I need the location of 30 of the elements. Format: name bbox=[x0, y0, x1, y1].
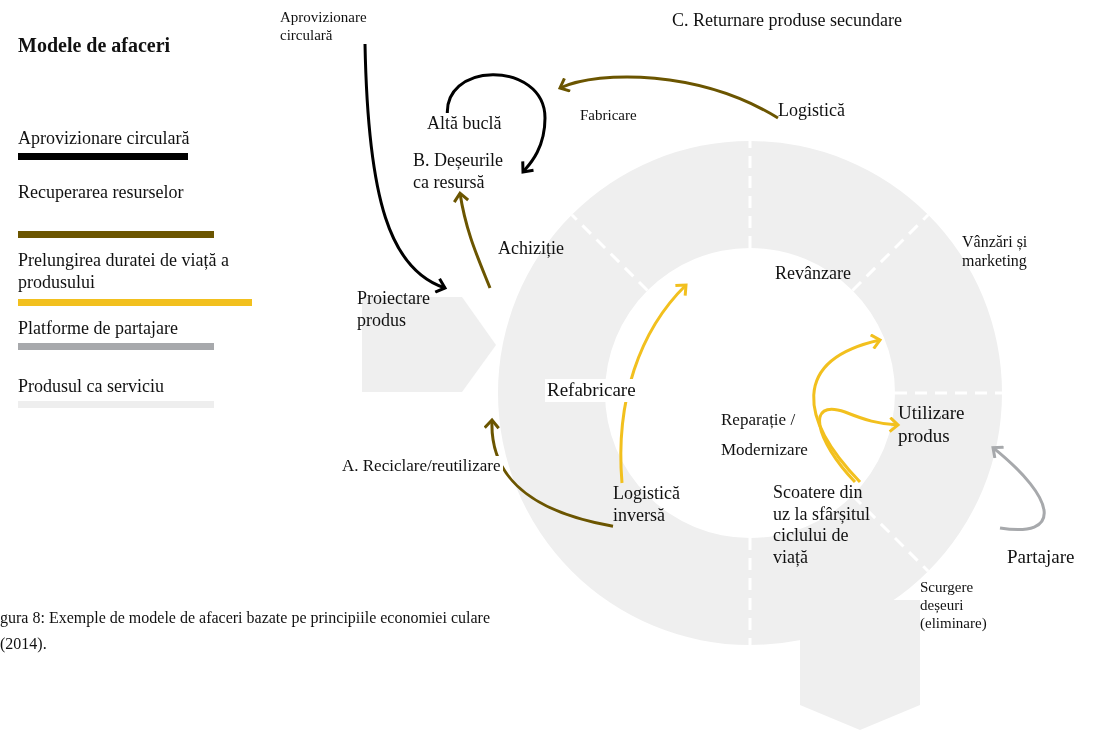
legend-heading: Modele de afaceri bbox=[18, 33, 172, 57]
stage-label: Utilizare produs bbox=[898, 402, 993, 448]
legend-label: Recuperarea resurselor bbox=[18, 182, 185, 204]
edge-label: Reparație / Modernizare bbox=[720, 409, 809, 461]
curved-arrow bbox=[483, 418, 614, 528]
stage-label: Scurgere deșeuri (eliminare) bbox=[920, 578, 1012, 632]
curved-arrow bbox=[558, 75, 779, 120]
legend-label: Prelungirea duratei de viață a produsului bbox=[18, 250, 230, 294]
edge-label: Refabricare bbox=[545, 379, 638, 402]
stage-label: Logistică inversă bbox=[613, 483, 708, 527]
legend-label: Platforme de partajare bbox=[18, 318, 179, 340]
stage-label: Vânzări și marketing bbox=[962, 232, 1062, 271]
stage-label: Scoatere din uz la sfârșitul ciclului de viață bbox=[773, 482, 873, 569]
curved-arrow bbox=[818, 407, 900, 483]
curved-arrow bbox=[363, 43, 447, 293]
stage-label: Proiectare produs bbox=[357, 288, 457, 332]
curved-arrow bbox=[812, 333, 882, 483]
curved-arrow bbox=[446, 73, 547, 174]
stage-label: B. Deșeurile ca resursă bbox=[413, 150, 523, 194]
stage-label: Revânzare bbox=[775, 263, 885, 285]
stage-label: Achiziție bbox=[498, 238, 598, 260]
figure-caption: gura 8: Exemple de modele de afaceri bazate pe principiile economiei culare (2014). bbox=[0, 608, 491, 655]
stage-label: Logistică bbox=[778, 100, 878, 122]
section-heading: C. Returnare produse secundare bbox=[672, 10, 903, 32]
curved-arrow bbox=[619, 283, 688, 484]
stage-label: Aprovizionare circulară bbox=[280, 8, 390, 44]
legend-label: Produsul ca serviciu bbox=[18, 376, 165, 398]
curved-arrow bbox=[991, 445, 1046, 531]
legend-label: Aprovizionare circulară bbox=[18, 128, 191, 150]
curved-arrow bbox=[452, 191, 492, 289]
